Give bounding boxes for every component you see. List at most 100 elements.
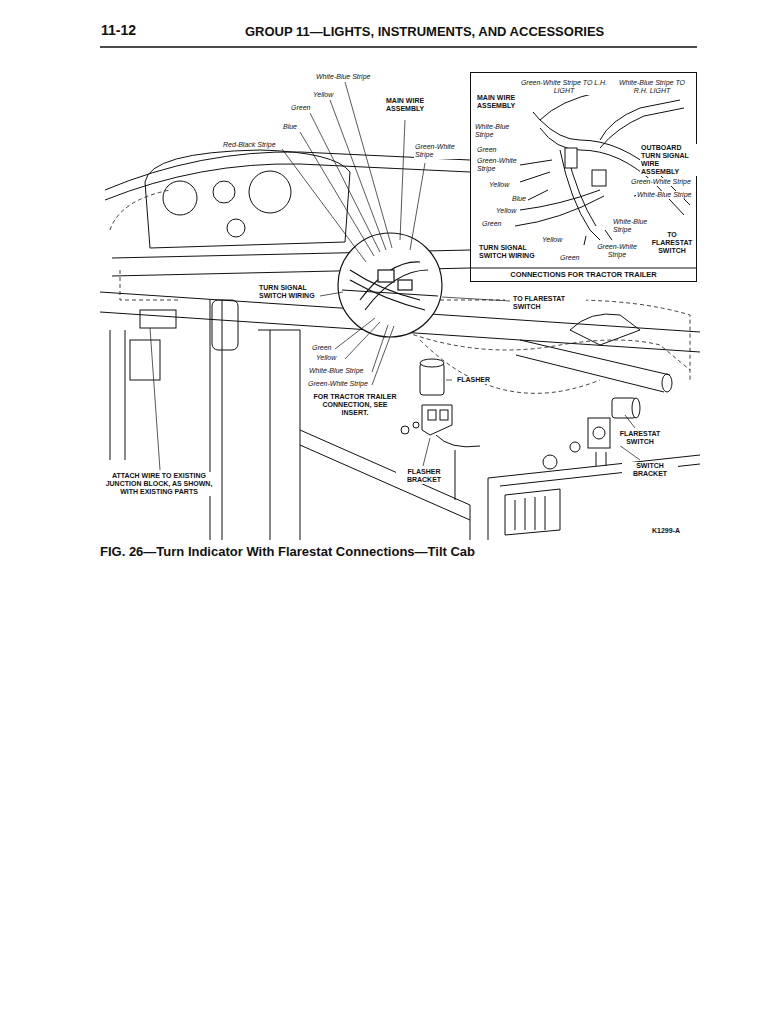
wire-color-label: Green [559, 254, 580, 262]
flasher-part [440, 410, 448, 420]
leader-lines-part [400, 120, 405, 240]
part-label: SWITCH BRACKET [622, 462, 678, 478]
cab-interior-part [125, 330, 126, 460]
inset-illustration-part [520, 190, 600, 210]
inset-illustration-part [600, 108, 684, 148]
flasher [401, 359, 480, 447]
leader-lines-part [300, 132, 374, 256]
cab-interior-part [210, 300, 211, 540]
steering-column [516, 314, 672, 392]
cab-interior-part [222, 300, 223, 540]
magnifier-circle [338, 233, 442, 337]
flarestat-switch-part [570, 442, 580, 452]
flasher-part [420, 359, 444, 367]
inset-heading: CONNECTIONS FOR TRACTOR TRAILER [471, 270, 696, 279]
wire-color-label: Yellow [541, 236, 563, 244]
bottom-panel-part [505, 489, 560, 535]
steering-column-part [570, 314, 640, 345]
leader-lines-part [310, 113, 380, 252]
part-label: TO FLARESTAT SWITCH [648, 231, 696, 255]
cab-interior-part [455, 450, 456, 500]
wire-color-label: Green-White Stripe [307, 380, 369, 388]
wire-color-label: Yellow [495, 207, 517, 215]
flarestat-switch-part [543, 455, 557, 469]
flasher-part [422, 405, 452, 435]
cab-interior-part [140, 310, 176, 328]
flarestat-switch-part [593, 427, 605, 439]
flarestat-switch-part [632, 398, 640, 418]
wire-color-label: Green-White Stripe [630, 178, 692, 186]
wire-color-label: Green [476, 146, 497, 154]
leader-lines-part [410, 163, 425, 250]
part-label: TURN SIGNAL SWITCH WIRING [478, 244, 542, 260]
cab-interior-part [258, 330, 300, 540]
part-label: FLASHER [456, 376, 491, 384]
inset-illustration-part [533, 112, 540, 120]
part-label: TURN SIGNAL SWITCH WIRING [258, 284, 320, 300]
inset-illustration-part [515, 196, 604, 226]
leader-lines-part [150, 328, 160, 470]
part-label: MAIN WIRE ASSEMBLY [385, 97, 435, 113]
leader-lines-part [446, 380, 452, 381]
flasher-part [401, 426, 409, 434]
leader-lines-part [625, 415, 635, 428]
dashed-outlines-part [110, 190, 170, 230]
leader-lines-part [320, 292, 343, 296]
leader-lines-part [282, 149, 366, 262]
leader-lines-part [330, 100, 386, 250]
cab-interior-part [249, 171, 291, 213]
wire-color-label: Green [290, 104, 311, 112]
cab-interior [100, 150, 700, 540]
inset-illustration-part [540, 92, 600, 120]
wire-color-label: Green-White Stripe [476, 157, 518, 173]
wire-color-label: Yellow [315, 354, 337, 362]
cab-interior-part [110, 330, 111, 460]
bottom-panel-part [488, 478, 489, 540]
part-label: K1299-A [651, 527, 681, 535]
cab-interior-part [130, 340, 160, 380]
bottom-panel-part [545, 496, 546, 530]
part-label: FOR TRACTOR TRAILER CONNECTION, SEE INSE… [312, 393, 398, 417]
wire-color-label: White-Blue Stripe [474, 123, 520, 139]
wire-color-label: White-Blue Stripe [315, 73, 371, 81]
inset-illustration-part [565, 148, 577, 168]
part-label: FLASHER BRACKET [396, 468, 452, 484]
part-label: FLARESTAT SWITCH [612, 430, 668, 446]
wire-color-label: White-Blue Stripe [636, 191, 692, 199]
wire-color-label: Green [481, 220, 502, 228]
dashed-outlines-part [400, 330, 690, 370]
wire-color-label: White-Blue Stripe TO R.H. LIGHT [612, 79, 692, 95]
flasher-part [436, 435, 480, 447]
flasher-part [420, 363, 444, 395]
wire-color-label: Yellow [488, 181, 510, 189]
dashed-outlines-part [420, 340, 600, 393]
magnifier-circle-part [365, 270, 428, 310]
bottom-panel-part [525, 498, 526, 530]
cab-interior-part [300, 445, 470, 520]
leader-lines-part [345, 322, 380, 359]
bottom-panel [488, 455, 700, 540]
leader-lines-part [372, 326, 394, 385]
inset-illustration-part [600, 100, 680, 140]
magnifier-circle-part [378, 270, 394, 282]
inset-illustration-part [584, 236, 586, 245]
dashed-outlines-part [120, 270, 180, 300]
bottom-panel-part [515, 500, 516, 530]
inset-illustration-part [528, 190, 548, 200]
inset-rule [471, 268, 696, 269]
part-label: ATTACH WIRE TO EXISTING JUNCTION BLOCK, … [102, 472, 216, 496]
wire-color-label: Blue [282, 123, 298, 131]
cab-interior-part [227, 219, 245, 237]
inset-illustration-part [520, 172, 550, 182]
steering-column-part [516, 355, 664, 392]
page-title: GROUP 11—LIGHTS, INSTRUMENTS, AND ACCESS… [245, 24, 604, 39]
wire-color-label: Yellow [312, 91, 334, 99]
cab-interior-part [212, 300, 238, 350]
steering-column-part [662, 374, 672, 392]
bottom-panel-part [535, 497, 536, 530]
flarestat-switch-part [606, 452, 607, 466]
cab-interior-part [163, 181, 197, 215]
inset-illustration-part [605, 230, 612, 240]
part-label: OUTBOARD TURN SIGNAL WIRE ASSEMBLY [640, 144, 698, 176]
